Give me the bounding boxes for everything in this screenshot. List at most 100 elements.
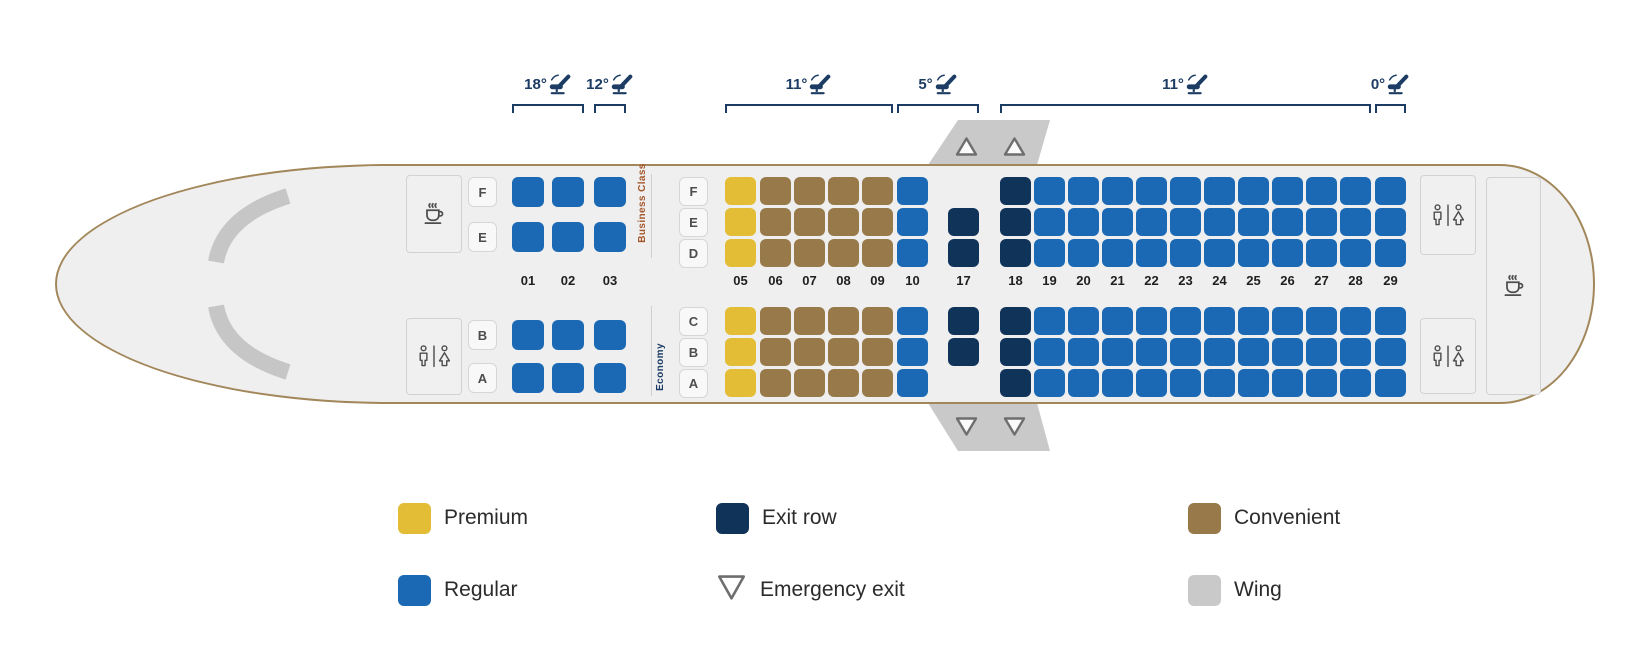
seat-08F[interactable] — [828, 177, 859, 205]
seat-22B[interactable] — [1136, 338, 1167, 366]
seat-23D[interactable] — [1170, 239, 1201, 267]
seat-28B[interactable] — [1340, 338, 1371, 366]
seat-20D[interactable] — [1068, 239, 1099, 267]
seat-25A[interactable] — [1238, 369, 1269, 397]
seat-24D[interactable] — [1204, 239, 1235, 267]
seat-06C[interactable] — [760, 307, 791, 335]
seat-10B[interactable] — [897, 338, 928, 366]
seat-24F[interactable] — [1204, 177, 1235, 205]
seat-26B[interactable] — [1272, 338, 1303, 366]
seat-19A[interactable] — [1034, 369, 1065, 397]
seat-01A[interactable] — [512, 363, 544, 393]
seat-08E[interactable] — [828, 208, 859, 236]
seat-22E[interactable] — [1136, 208, 1167, 236]
seat-18E[interactable] — [1000, 208, 1031, 236]
seat-25E[interactable] — [1238, 208, 1269, 236]
seat-29A[interactable] — [1375, 369, 1406, 397]
seat-01F[interactable] — [512, 177, 544, 207]
seat-17E[interactable] — [948, 208, 979, 236]
seat-27D[interactable] — [1306, 239, 1337, 267]
seat-02E[interactable] — [552, 222, 584, 252]
seat-21F[interactable] — [1102, 177, 1133, 205]
seat-08D[interactable] — [828, 239, 859, 267]
seat-24A[interactable] — [1204, 369, 1235, 397]
seat-19E[interactable] — [1034, 208, 1065, 236]
seat-28A[interactable] — [1340, 369, 1371, 397]
seat-27F[interactable] — [1306, 177, 1337, 205]
seat-18B[interactable] — [1000, 338, 1031, 366]
seat-26C[interactable] — [1272, 307, 1303, 335]
seat-25F[interactable] — [1238, 177, 1269, 205]
seat-20C[interactable] — [1068, 307, 1099, 335]
seat-21D[interactable] — [1102, 239, 1133, 267]
seat-03B[interactable] — [594, 320, 626, 350]
seat-26A[interactable] — [1272, 369, 1303, 397]
seat-02F[interactable] — [552, 177, 584, 207]
seat-06A[interactable] — [760, 369, 791, 397]
seat-18C[interactable] — [1000, 307, 1031, 335]
seat-10A[interactable] — [897, 369, 928, 397]
seat-24C[interactable] — [1204, 307, 1235, 335]
seat-25D[interactable] — [1238, 239, 1269, 267]
seat-07D[interactable] — [794, 239, 825, 267]
seat-10F[interactable] — [897, 177, 928, 205]
seat-28F[interactable] — [1340, 177, 1371, 205]
seat-23F[interactable] — [1170, 177, 1201, 205]
seat-07E[interactable] — [794, 208, 825, 236]
seat-29F[interactable] — [1375, 177, 1406, 205]
seat-05D[interactable] — [725, 239, 756, 267]
seat-21A[interactable] — [1102, 369, 1133, 397]
seat-05F[interactable] — [725, 177, 756, 205]
seat-24E[interactable] — [1204, 208, 1235, 236]
seat-25B[interactable] — [1238, 338, 1269, 366]
seat-09D[interactable] — [862, 239, 893, 267]
seat-20B[interactable] — [1068, 338, 1099, 366]
seat-05C[interactable] — [725, 307, 756, 335]
seat-17B[interactable] — [948, 338, 979, 366]
seat-24B[interactable] — [1204, 338, 1235, 366]
seat-29B[interactable] — [1375, 338, 1406, 366]
seat-10C[interactable] — [897, 307, 928, 335]
seat-08B[interactable] — [828, 338, 859, 366]
seat-21C[interactable] — [1102, 307, 1133, 335]
seat-17C[interactable] — [948, 307, 979, 335]
seat-26D[interactable] — [1272, 239, 1303, 267]
seat-21E[interactable] — [1102, 208, 1133, 236]
seat-10D[interactable] — [897, 239, 928, 267]
seat-06B[interactable] — [760, 338, 791, 366]
seat-27E[interactable] — [1306, 208, 1337, 236]
seat-29D[interactable] — [1375, 239, 1406, 267]
seat-22F[interactable] — [1136, 177, 1167, 205]
seat-03E[interactable] — [594, 222, 626, 252]
seat-02A[interactable] — [552, 363, 584, 393]
seat-05B[interactable] — [725, 338, 756, 366]
seat-23E[interactable] — [1170, 208, 1201, 236]
seat-19D[interactable] — [1034, 239, 1065, 267]
seat-09A[interactable] — [862, 369, 893, 397]
seat-19C[interactable] — [1034, 307, 1065, 335]
seat-18A[interactable] — [1000, 369, 1031, 397]
seat-10E[interactable] — [897, 208, 928, 236]
seat-29E[interactable] — [1375, 208, 1406, 236]
seat-23B[interactable] — [1170, 338, 1201, 366]
seat-20E[interactable] — [1068, 208, 1099, 236]
seat-22C[interactable] — [1136, 307, 1167, 335]
seat-09B[interactable] — [862, 338, 893, 366]
seat-22A[interactable] — [1136, 369, 1167, 397]
seat-05A[interactable] — [725, 369, 756, 397]
seat-19B[interactable] — [1034, 338, 1065, 366]
seat-28C[interactable] — [1340, 307, 1371, 335]
seat-27C[interactable] — [1306, 307, 1337, 335]
seat-05E[interactable] — [725, 208, 756, 236]
seat-07F[interactable] — [794, 177, 825, 205]
seat-26F[interactable] — [1272, 177, 1303, 205]
seat-03F[interactable] — [594, 177, 626, 207]
seat-18F[interactable] — [1000, 177, 1031, 205]
seat-20A[interactable] — [1068, 369, 1099, 397]
seat-17D[interactable] — [948, 239, 979, 267]
seat-01B[interactable] — [512, 320, 544, 350]
seat-29C[interactable] — [1375, 307, 1406, 335]
seat-28E[interactable] — [1340, 208, 1371, 236]
seat-26E[interactable] — [1272, 208, 1303, 236]
seat-23A[interactable] — [1170, 369, 1201, 397]
